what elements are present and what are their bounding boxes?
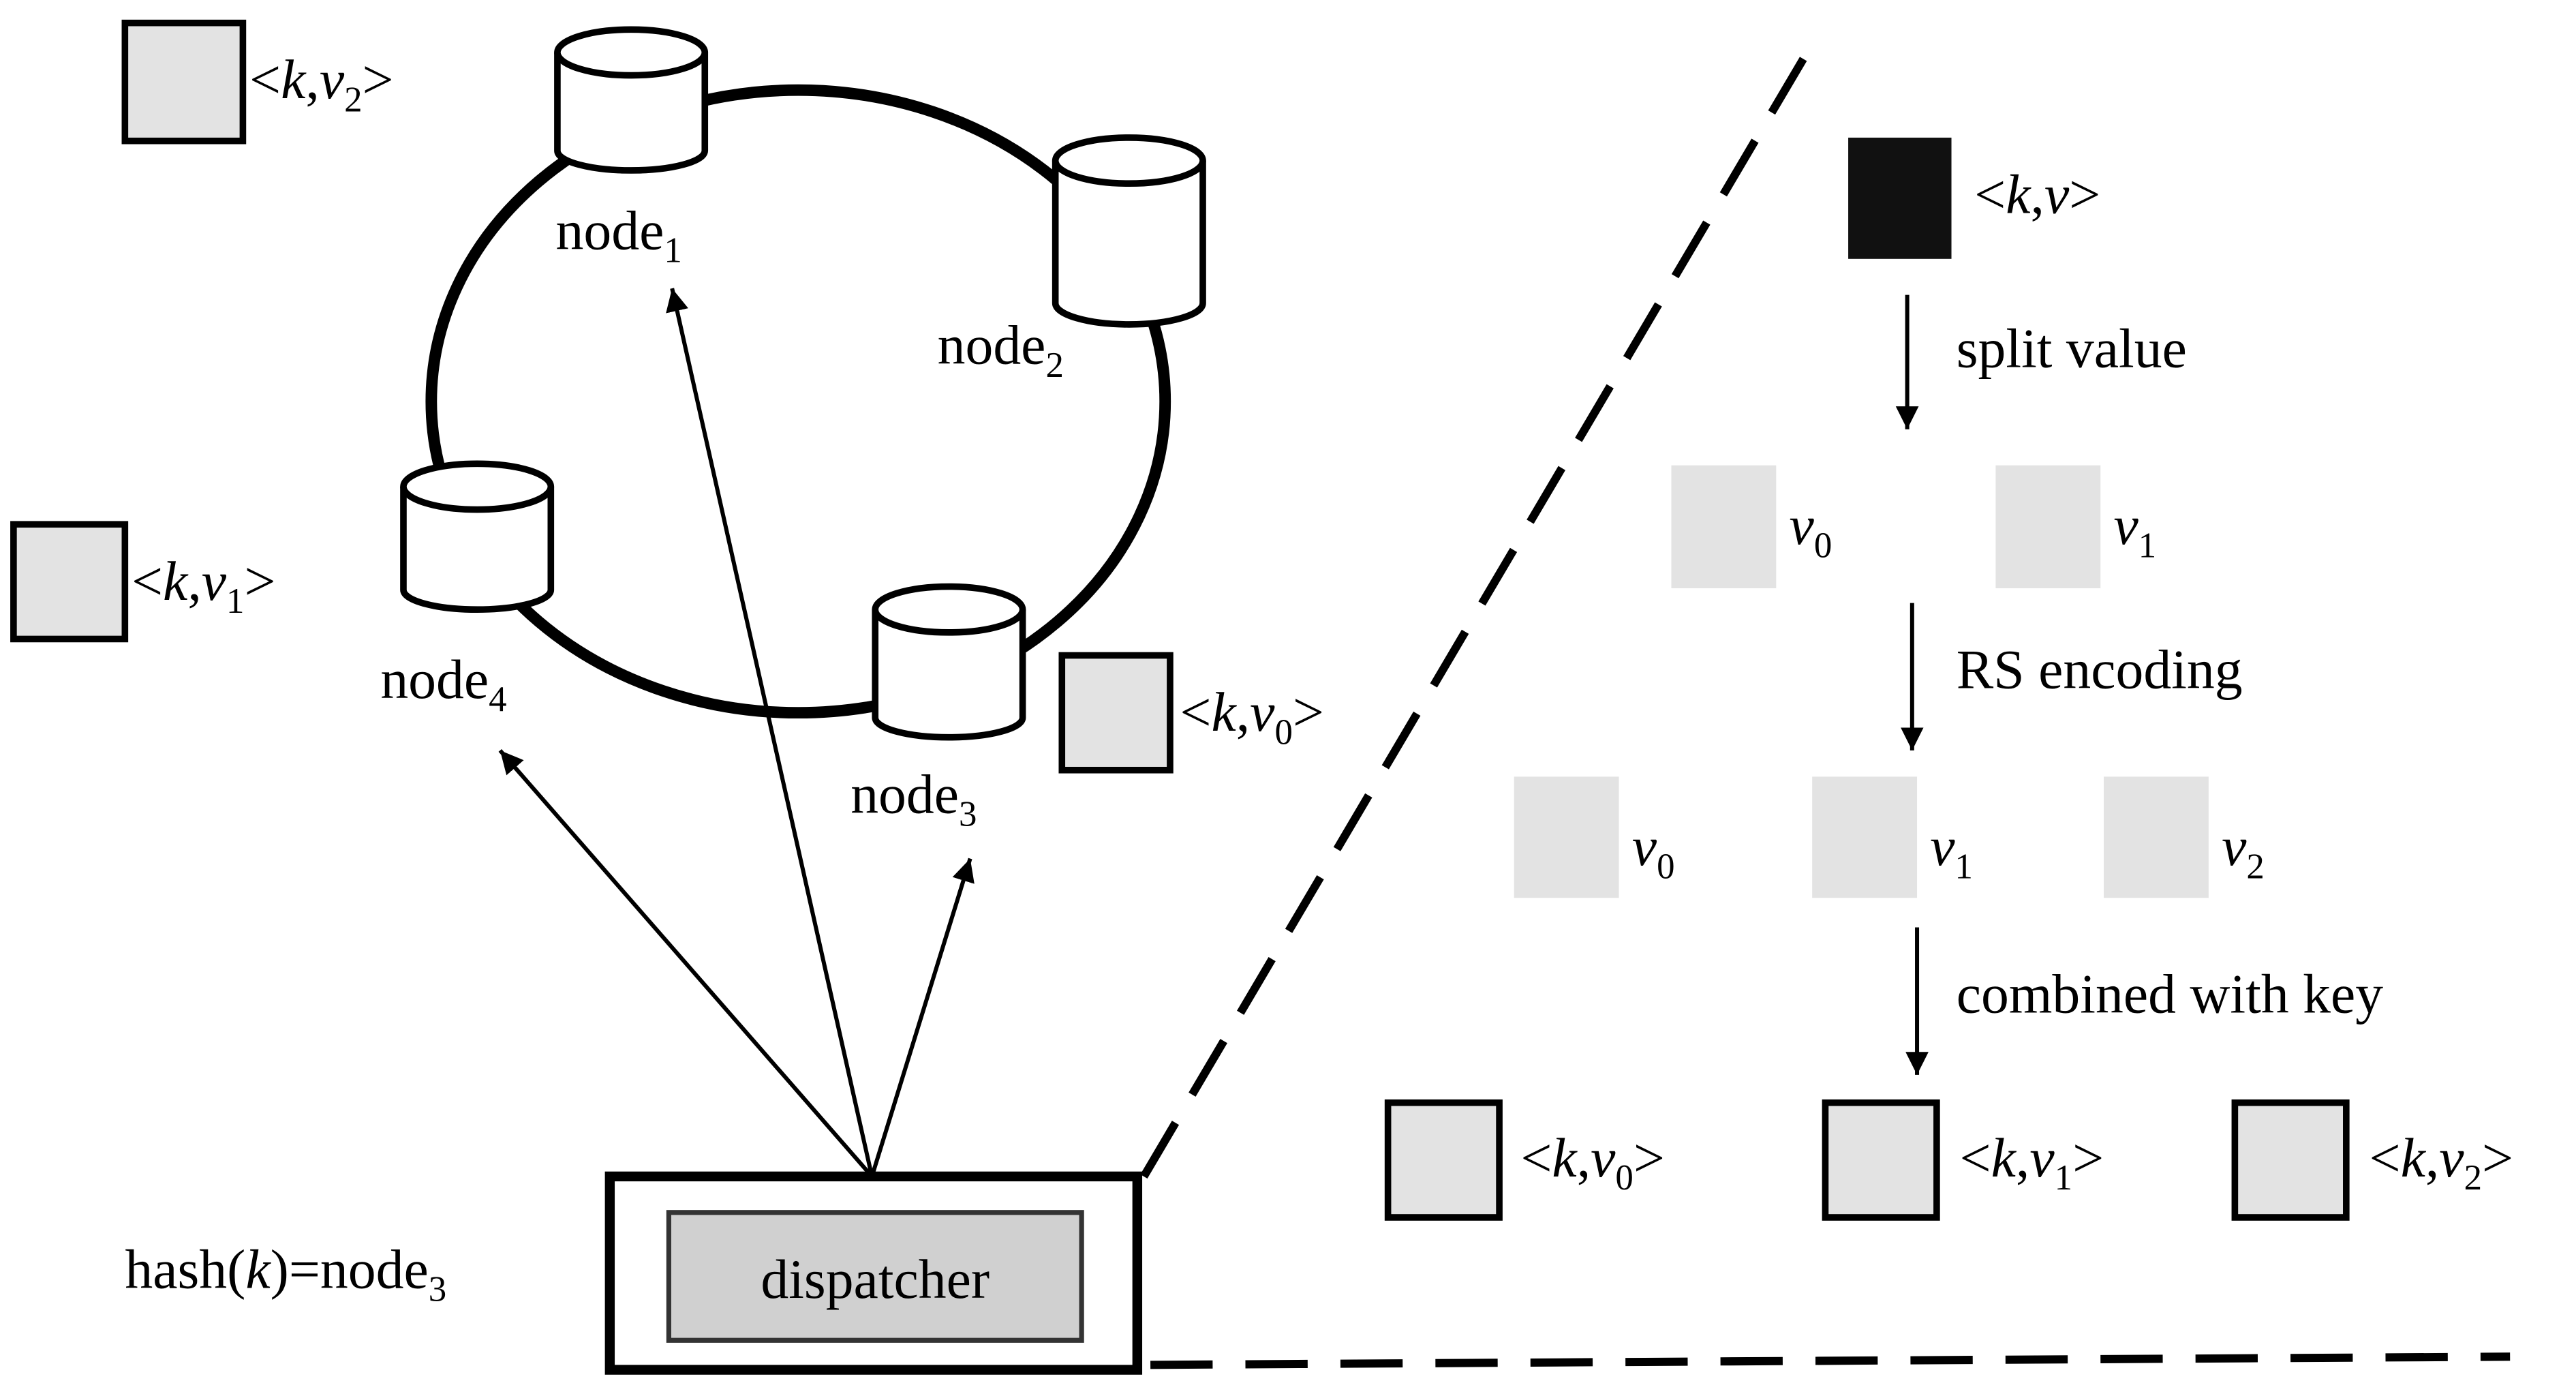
node-4-label: node4 [380, 648, 506, 719]
pair-label-v0: <k,v0> [1180, 681, 1324, 752]
pair-label-v2: <k,v2> [249, 48, 394, 119]
node-3-label: node3 [850, 763, 977, 834]
node-3-icon [872, 583, 1026, 741]
encoded-part-label-0: v0 [1632, 815, 1675, 886]
step-label-combine: combined with key [1957, 963, 2384, 1025]
encoded-part-label-1: v1 [1930, 815, 1973, 886]
arrow-to-node-3 [870, 858, 975, 1177]
keyed-part-box-1 [1822, 1099, 1940, 1221]
hash-ring [425, 84, 1171, 719]
split-part-box-1 [1995, 465, 2101, 588]
encoded-part-box-1 [1812, 776, 1918, 898]
node-2-label: node2 [938, 314, 1064, 385]
encoded-part-label-2: v2 [2222, 815, 2265, 886]
step-label-rs: RS encoding [1957, 639, 2243, 701]
zoom-line-top [1140, 31, 1822, 1179]
input-pair-label: <k,v> [1974, 163, 2100, 225]
split-part-label-0: v0 [1790, 494, 1833, 565]
node-1-label: node1 [556, 199, 682, 270]
zoom-line-bottom [1150, 1352, 2511, 1369]
encoded-part-box-0 [1514, 776, 1619, 898]
pair-box-v2 [121, 19, 247, 145]
dispatcher-label: dispatcher [761, 1248, 990, 1310]
node-1-icon [554, 26, 709, 174]
node-4-icon [400, 460, 555, 613]
node-2-icon [1052, 134, 1206, 328]
keyed-part-box-2 [2231, 1099, 2350, 1221]
arrow-to-node-1 [666, 288, 874, 1177]
pair-box-v0 [1058, 652, 1174, 774]
split-part-label-1: v1 [2113, 494, 2156, 565]
dispatcher-box [666, 1210, 1084, 1343]
arrow-to-node-4 [498, 748, 874, 1178]
keyed-part-box-0 [1384, 1099, 1503, 1221]
input-pair-box [1848, 137, 1952, 259]
hash-function-label: hash(k)=node3 [125, 1238, 446, 1309]
encoded-part-box-2 [2104, 776, 2209, 898]
pair-label-v1: <k,v1> [132, 550, 276, 621]
keyed-part-label-2: <k,v2> [2369, 1127, 2513, 1198]
pair-box-v1 [10, 521, 129, 643]
keyed-part-label-0: <k,v0> [1520, 1127, 1665, 1198]
step-label-split: split value [1957, 317, 2187, 379]
keyed-part-label-1: <k,v1> [1960, 1127, 2104, 1198]
split-part-box-0 [1671, 465, 1777, 588]
